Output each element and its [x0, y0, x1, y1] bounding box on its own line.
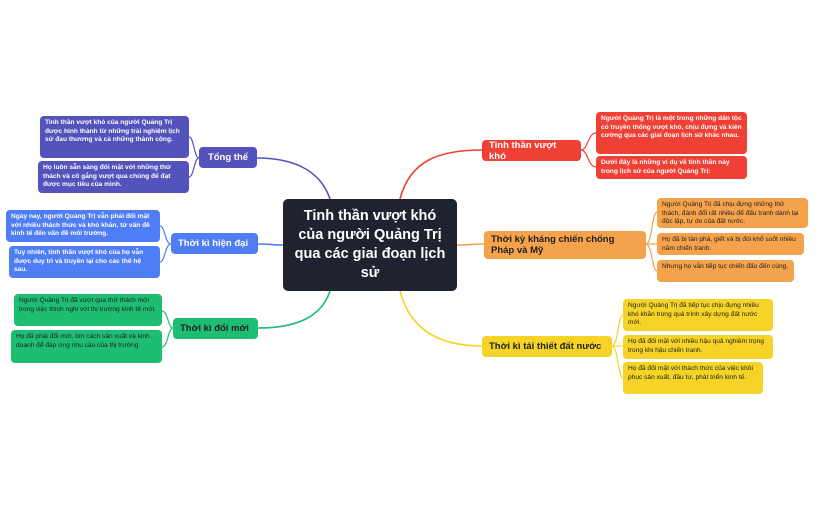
branch-tinh-than[interactable]: Tinh thần vượt khó	[482, 139, 581, 162]
branch-label: Tinh thần vượt khó	[489, 139, 557, 162]
branch-tong-the[interactable]: Tổng thể	[199, 147, 257, 168]
leaf-khang-chien-2[interactable]: Họ đã bị tàn phá, giết và bị đói khổ suố…	[657, 233, 804, 255]
leaf-text: Họ đã đối mặt với nhiều hậu quả nghiêm t…	[628, 338, 764, 354]
branch-khang-chien[interactable]: Thời kỳ kháng chiến chống Pháp và Mỹ	[484, 231, 646, 259]
leaf-tai-thiet-2[interactable]: Họ đã đối mặt với nhiều hậu quả nghiêm t…	[623, 335, 773, 359]
branch-label: Thời kì hiện đại	[178, 238, 249, 249]
leaf-text: Dưới đây là những ví dụ về tinh thần này…	[601, 159, 730, 175]
central-topic-title: Tinh thần vượt khó của người Quảng Trị q…	[294, 208, 446, 281]
branch-tai-thiet[interactable]: Thời kì tái thiết đất nước	[482, 336, 612, 357]
leaf-tong-the-2[interactable]: Họ luôn sẵn sàng đối mặt với những thử t…	[38, 161, 189, 193]
leaf-tinh-than-2[interactable]: Dưới đây là những ví dụ về tinh thần này…	[596, 156, 747, 179]
branch-doi-moi[interactable]: Thời kì đổi mới	[173, 318, 258, 339]
leaf-text: Người Quảng Trị đã chịu đựng những thử t…	[662, 201, 799, 226]
connector-hien-dai-leaf-1	[159, 225, 172, 245]
leaf-text: Người Quảng Trị là một trong những dân t…	[601, 115, 742, 140]
branch-hien-dai[interactable]: Thời kì hiện đại	[171, 233, 258, 254]
leaf-text: Người Quảng Trị đã vượt qua thử thách mớ…	[19, 297, 156, 313]
connector-khang-chien-leaf-1	[645, 211, 658, 245]
leaf-doi-moi-1[interactable]: Người Quảng Trị đã vượt qua thử thách mớ…	[14, 294, 162, 326]
leaf-text: Họ đã bị tàn phá, giết và bị đói khổ suố…	[662, 236, 796, 252]
connector-hien-dai-leaf-2	[159, 243, 172, 263]
connector-tai-thiet-leaf-3	[611, 345, 624, 379]
connector-tong-the	[256, 157, 331, 200]
leaf-khang-chien-1[interactable]: Người Quảng Trị đã chịu đựng những thử t…	[657, 198, 808, 228]
connector-khang-chien-leaf-3	[645, 243, 658, 272]
leaf-text: Tinh thần vượt khó của người Quảng Trị đ…	[45, 119, 180, 144]
connector-tinh-than-leaf-2	[580, 149, 597, 168]
branch-label: Thời kì đổi mới	[180, 323, 249, 334]
leaf-tai-thiet-3[interactable]: Họ đã đối mặt với thách thức của việc kh…	[623, 362, 763, 394]
connector-tong-the-leaf-2	[188, 157, 200, 178]
leaf-hien-dai-1[interactable]: Ngày nay, người Quảng Trị vẫn phải đối m…	[6, 210, 160, 242]
leaf-text: Họ đã phải đổi mới, tìm cách sản xuất và…	[16, 333, 150, 349]
leaf-tinh-than-1[interactable]: Người Quảng Trị là một trong những dân t…	[596, 112, 747, 154]
leaf-doi-moi-2[interactable]: Họ đã phải đổi mới, tìm cách sản xuất và…	[11, 330, 162, 363]
connector-tinh-than	[399, 149, 483, 200]
connector-hien-dai	[257, 243, 284, 246]
branch-label: Tổng thể	[207, 152, 249, 163]
connector-doi-moi	[257, 290, 331, 329]
connector-tai-thiet	[399, 290, 483, 347]
connector-tai-thiet-leaf-1	[611, 314, 624, 347]
central-topic[interactable]: Tinh thần vượt khó của người Quảng Trị q…	[283, 199, 457, 291]
connector-tong-the-leaf-1	[188, 136, 200, 159]
leaf-text: Nhưng họ vẫn tiếp tục chiến đấu đến cùng…	[662, 263, 789, 270]
leaf-hien-dai-2[interactable]: Tuy nhiên, tinh thần vượt khó của họ vẫn…	[9, 246, 160, 278]
leaf-tong-the-1[interactable]: Tinh thần vượt khó của người Quảng Trị đ…	[40, 116, 189, 158]
leaf-text: Người Quảng Trị đã tiếp tục chịu đựng nh…	[628, 302, 759, 327]
leaf-tai-thiet-1[interactable]: Người Quảng Trị đã tiếp tục chịu đựng nh…	[623, 299, 773, 331]
connector-doi-moi-leaf-1	[161, 310, 174, 329]
connector-khang-chien	[456, 243, 485, 246]
branch-label: Thời kỳ kháng chiến chống Pháp và Mỹ	[491, 234, 615, 256]
leaf-text: Họ đã đối mặt với thách thức của việc kh…	[628, 365, 753, 381]
connector-tinh-than-leaf-1	[580, 132, 597, 151]
leaf-text: Họ luôn sẵn sàng đối mặt với những thử t…	[43, 164, 171, 189]
connector-doi-moi-leaf-2	[161, 327, 174, 348]
branch-label: Thời kì tái thiết đất nước	[489, 341, 602, 352]
leaf-text: Ngày nay, người Quảng Trị vẫn phải đối m…	[11, 213, 150, 238]
leaf-khang-chien-3[interactable]: Nhưng họ vẫn tiếp tục chiến đấu đến cùng…	[657, 260, 794, 282]
leaf-text: Tuy nhiên, tinh thần vượt khó của họ vẫn…	[14, 249, 144, 274]
